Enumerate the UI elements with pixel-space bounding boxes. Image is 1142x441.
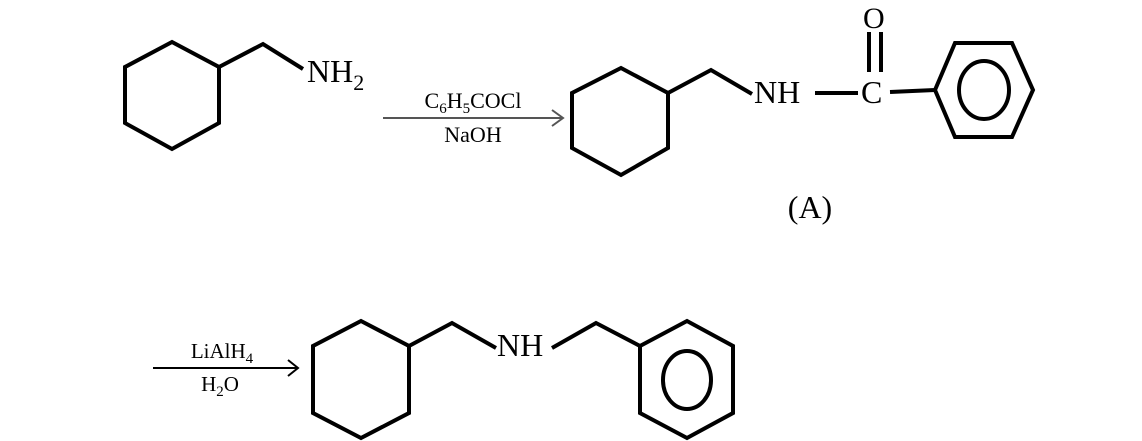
cyclohexane-ring [311, 318, 411, 441]
reaction-arrow-1: C6H5COCl NaOH [383, 88, 565, 147]
ch2-bond [218, 41, 305, 71]
product-molecule: NH [311, 318, 735, 441]
nh-label: NH [497, 327, 543, 363]
ch2-bond [667, 67, 754, 96]
reagent-water: H2O [201, 372, 239, 400]
arrow-head [287, 359, 300, 377]
reactant-molecule: NH2 [123, 39, 364, 152]
benzene-ring [932, 41, 1036, 139]
arrow-head [551, 109, 565, 127]
reagent-lialh4: LiAlH4 [191, 339, 254, 367]
aromatic-circle [661, 349, 713, 411]
amine-label: NH2 [307, 53, 364, 95]
oxygen-label: O [863, 2, 885, 35]
ch2-bond-right [551, 320, 641, 350]
reagent-naoh: NaOH [444, 122, 502, 147]
c-phenyl-bond [889, 88, 936, 94]
nh-label: NH [754, 74, 800, 110]
carbonyl-carbon-label: C [861, 74, 882, 110]
cyclohexane-ring [123, 39, 221, 152]
ch2-bond-left [408, 320, 497, 350]
compound-label-a: (A) [788, 189, 832, 225]
intermediate-molecule-a: NH C O (A) [570, 2, 1036, 225]
benzene-ring [638, 318, 735, 441]
reaction-arrow-2: LiAlH4 H2O [153, 339, 300, 400]
aromatic-circle [957, 59, 1011, 121]
cyclohexane-ring [570, 65, 670, 178]
reagent-benzoyl-chloride: C6H5COCl [425, 88, 522, 117]
